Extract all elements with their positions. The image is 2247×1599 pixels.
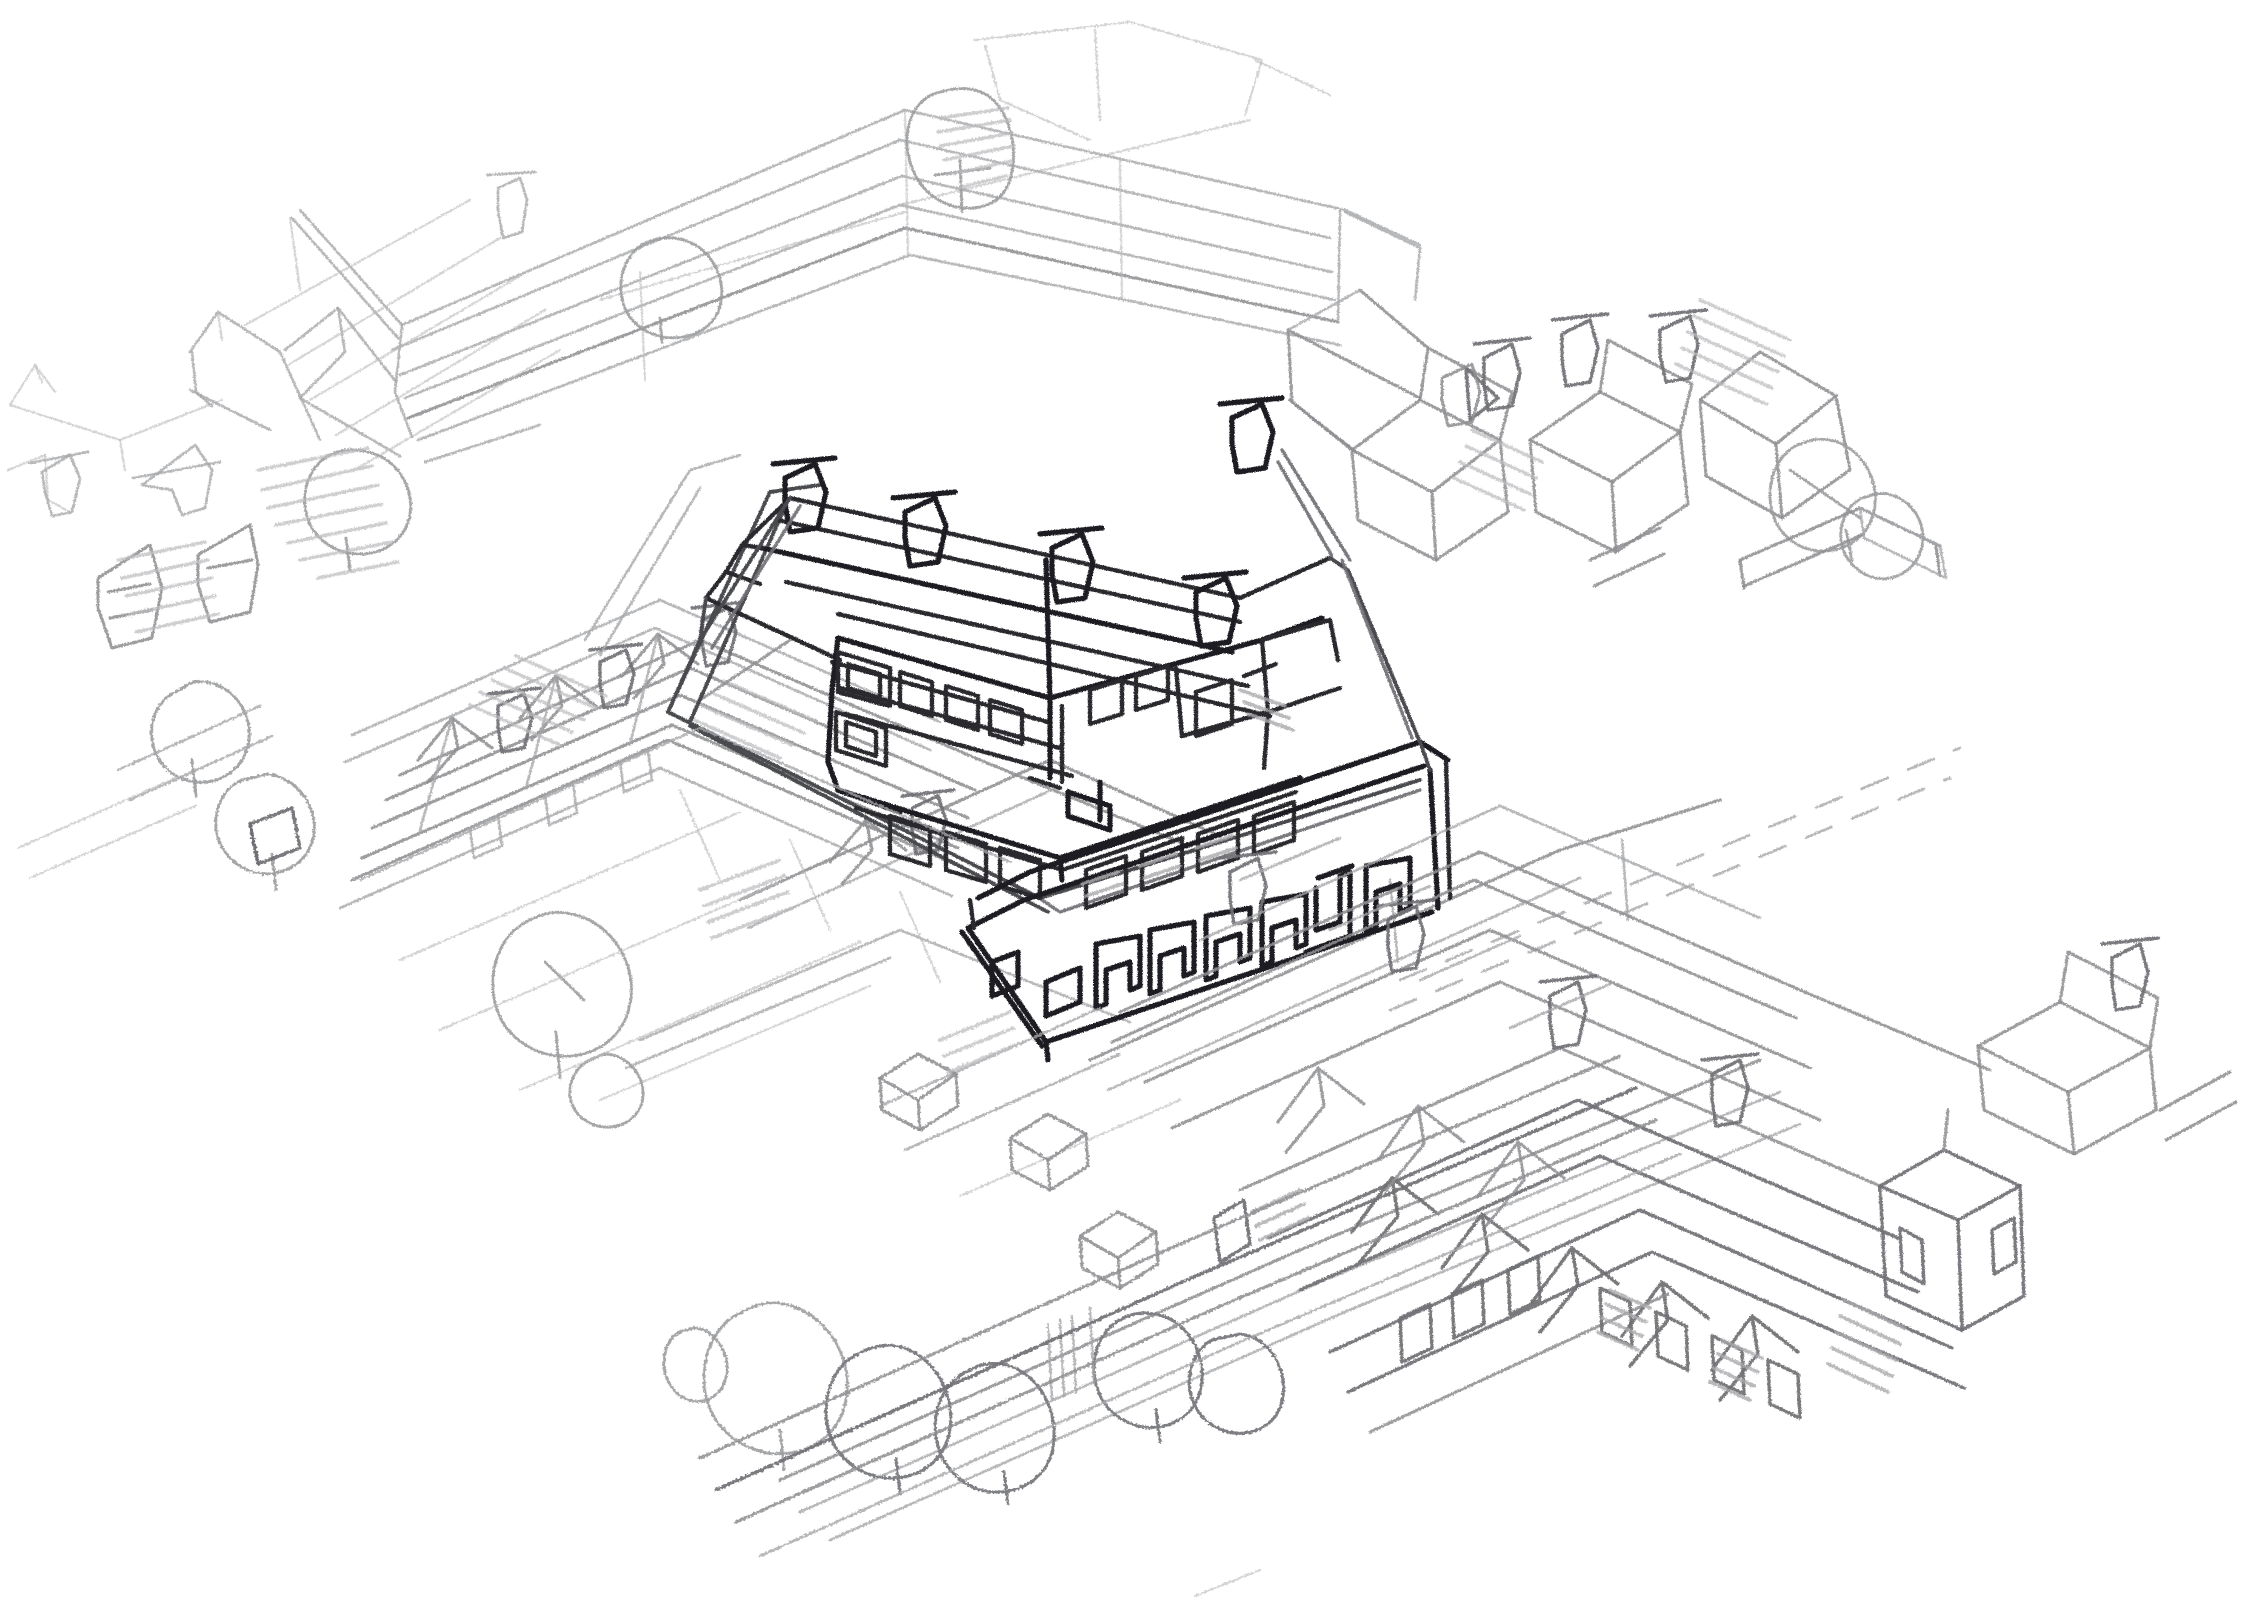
context-houses-northwest — [6, 198, 562, 650]
context-terrace-west — [338, 598, 1222, 1129]
context-terrace-southeast — [1110, 804, 2238, 1434]
construction-lines-top — [598, 20, 1332, 302]
proposal-block — [666, 395, 1453, 1063]
street-lines — [583, 453, 1962, 1542]
context-houses-northeast — [1286, 288, 1948, 590]
plot-lines-southwest — [358, 726, 1182, 1198]
foreground-trees-and-road — [662, 1054, 1682, 1598]
trees-west — [16, 680, 316, 892]
context-terrace-north — [288, 87, 1422, 464]
